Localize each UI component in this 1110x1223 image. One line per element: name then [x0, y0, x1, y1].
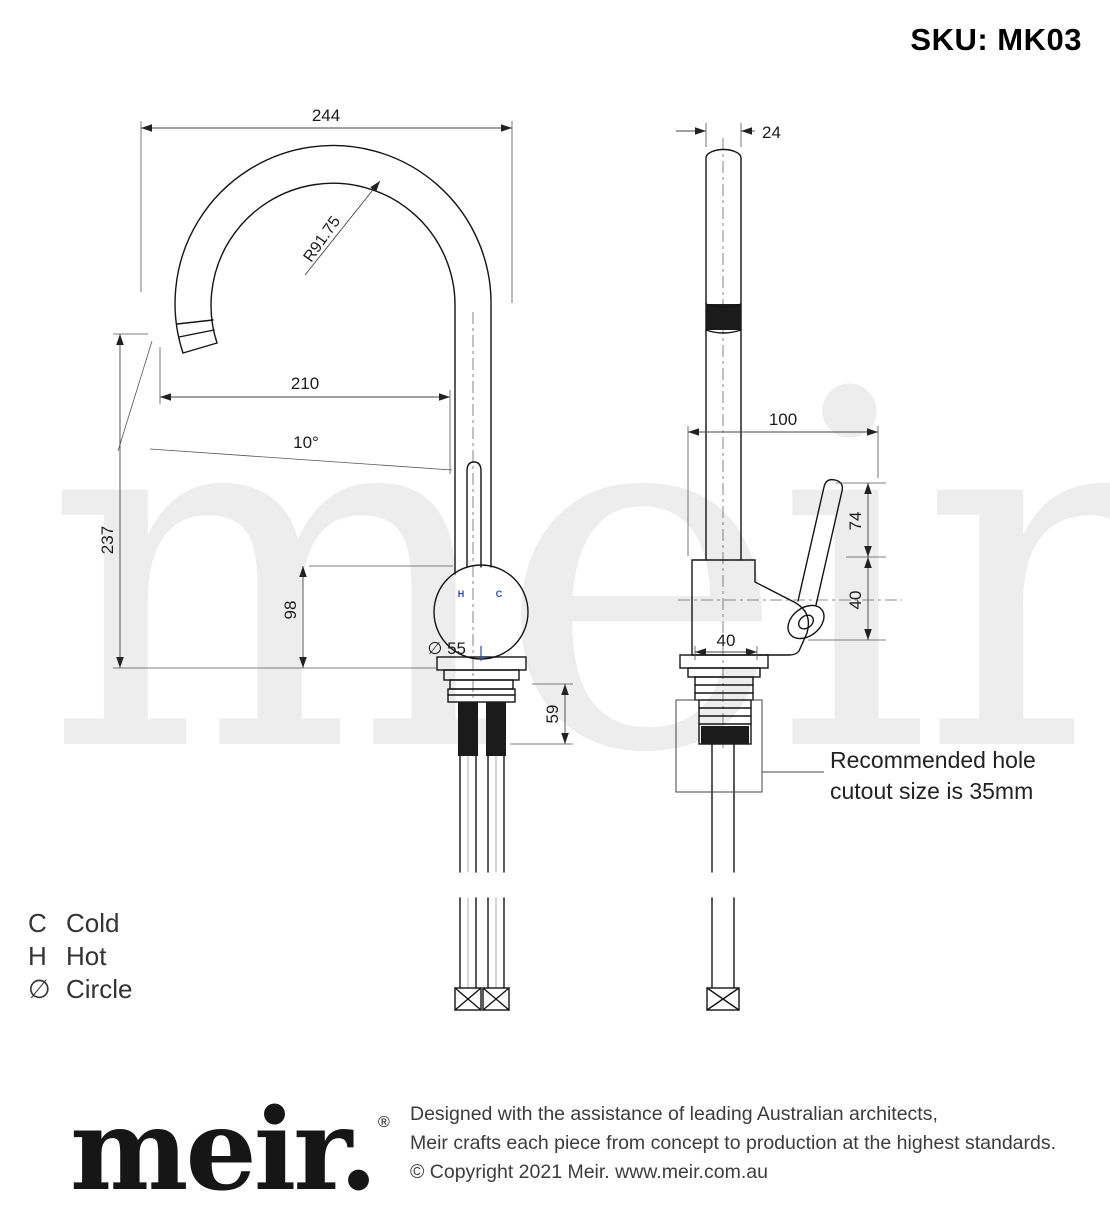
supply-hose — [711, 743, 735, 989]
legend: C Cold H Hot ∅ Circle — [28, 908, 132, 1007]
dim-overall-width: 244 — [312, 106, 340, 125]
legend-item-cold: C Cold — [28, 908, 132, 941]
spout-outer-curve — [174, 144, 492, 568]
legend-item-circle: ∅ Circle — [28, 974, 132, 1007]
legend-symbol: H — [28, 941, 47, 971]
legend-item-hot: H Hot — [28, 941, 132, 974]
handle-pivot — [787, 604, 825, 640]
hose-nut — [706, 987, 740, 1011]
dim-under-bench-depth: 59 — [543, 705, 562, 724]
hose-nuts — [454, 987, 510, 1011]
dimension-lines — [116, 124, 878, 744]
supply-hoses — [459, 755, 505, 989]
dim-base-width: 40 — [717, 631, 736, 650]
hot-cold-markings: H C — [458, 589, 503, 661]
dim-base-diameter: ∅ 55 — [428, 639, 466, 658]
dim-spout-diameter: 24 — [762, 123, 781, 142]
dim-body-height: 98 — [281, 601, 300, 620]
registered-mark: ® — [378, 1114, 390, 1131]
footer-text: Designed with the assistance of leading … — [410, 1100, 1056, 1187]
cutout-callout-text: Recommended hole cutout size is 35mm — [830, 745, 1036, 807]
hot-label: H — [458, 589, 465, 599]
base-flange — [679, 654, 769, 669]
footer-line1: Designed with the assistance of leading … — [410, 1103, 938, 1125]
brand-watermark: meir. — [44, 289, 1110, 860]
footer-line2: Meir crafts each piece from concept to p… — [410, 1132, 1057, 1154]
threaded-shank — [458, 702, 478, 756]
handle-lever — [797, 478, 844, 606]
callout-line2: cutout size is 35mm — [830, 778, 1034, 804]
mounting-section — [694, 676, 754, 701]
handle-front — [466, 461, 482, 568]
callout-line1: Recommended hole — [830, 747, 1036, 773]
legend-symbol: ∅ — [28, 974, 51, 1004]
aerator-line — [176, 319, 214, 325]
legend-symbol: C — [28, 908, 47, 938]
side-pipe — [705, 148, 742, 561]
legend-label: Circle — [66, 974, 133, 1004]
spout-inner-curve — [210, 182, 456, 575]
dim-overall-depth: 100 — [769, 410, 797, 429]
spout-tip-face — [182, 342, 218, 354]
dim-overall-height: 237 — [98, 526, 117, 554]
dim-spout-reach: 210 — [291, 374, 319, 393]
meir-logo: meir.® — [70, 1095, 390, 1207]
centerlines — [472, 138, 902, 748]
dim-handle-drop: 40 — [846, 591, 865, 610]
base-ring — [443, 669, 520, 681]
sku-label: SKU: MK03 — [910, 22, 1082, 57]
legend-label: Cold — [66, 908, 120, 938]
handle-pivot-inner — [797, 614, 815, 630]
front-view — [174, 144, 529, 1011]
dim-spout-angle: 10° — [293, 433, 319, 452]
dim-handle-height: 74 — [846, 512, 865, 531]
dim-spout-radius: R91.75 — [301, 213, 345, 265]
swivel-collar — [706, 304, 741, 330]
dimension-labels: 244 R91.75 210 10° 237 98 ∅ 55 59 24 100… — [98, 106, 865, 723]
logo-text: meir. — [70, 1085, 378, 1216]
aerator-line — [178, 329, 215, 338]
side-body — [691, 559, 810, 656]
base-ring — [449, 679, 514, 690]
extension-lines — [113, 121, 886, 745]
side-view — [679, 148, 844, 1011]
cold-label: C — [496, 589, 503, 599]
base-ring — [687, 667, 761, 678]
legend-label: Hot — [66, 941, 107, 971]
footer-line3: © Copyright 2021 Meir. www.meir.com.au — [410, 1161, 768, 1183]
threaded-shank — [486, 702, 506, 756]
cutout-callout-box — [675, 699, 824, 793]
